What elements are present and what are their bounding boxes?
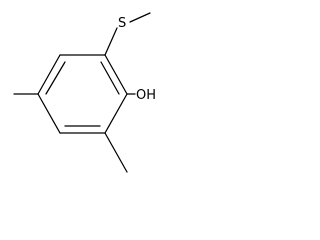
ring-bond-c2-c3 [37, 54, 61, 95]
ring-bond-c3-c4 [37, 93, 61, 134]
ring-bond-c6-c1 [104, 54, 128, 95]
ring-bond-c5-c6 [104, 93, 128, 134]
sulfur-atom-label: S [118, 16, 126, 31]
bond-ring-to-bottom-methyl [104, 132, 128, 173]
bond-sulfur-to-methyl [129, 12, 151, 23]
bond-ring-to-sulfur [104, 27, 118, 56]
ring-double-bond-c6-c1 [100, 61, 120, 95]
chemical-structure-diagram: S OH [13, 12, 156, 173]
hydroxyl-group-label: OH [136, 88, 156, 103]
ring-double-bond-c2-c3 [45, 61, 66, 95]
